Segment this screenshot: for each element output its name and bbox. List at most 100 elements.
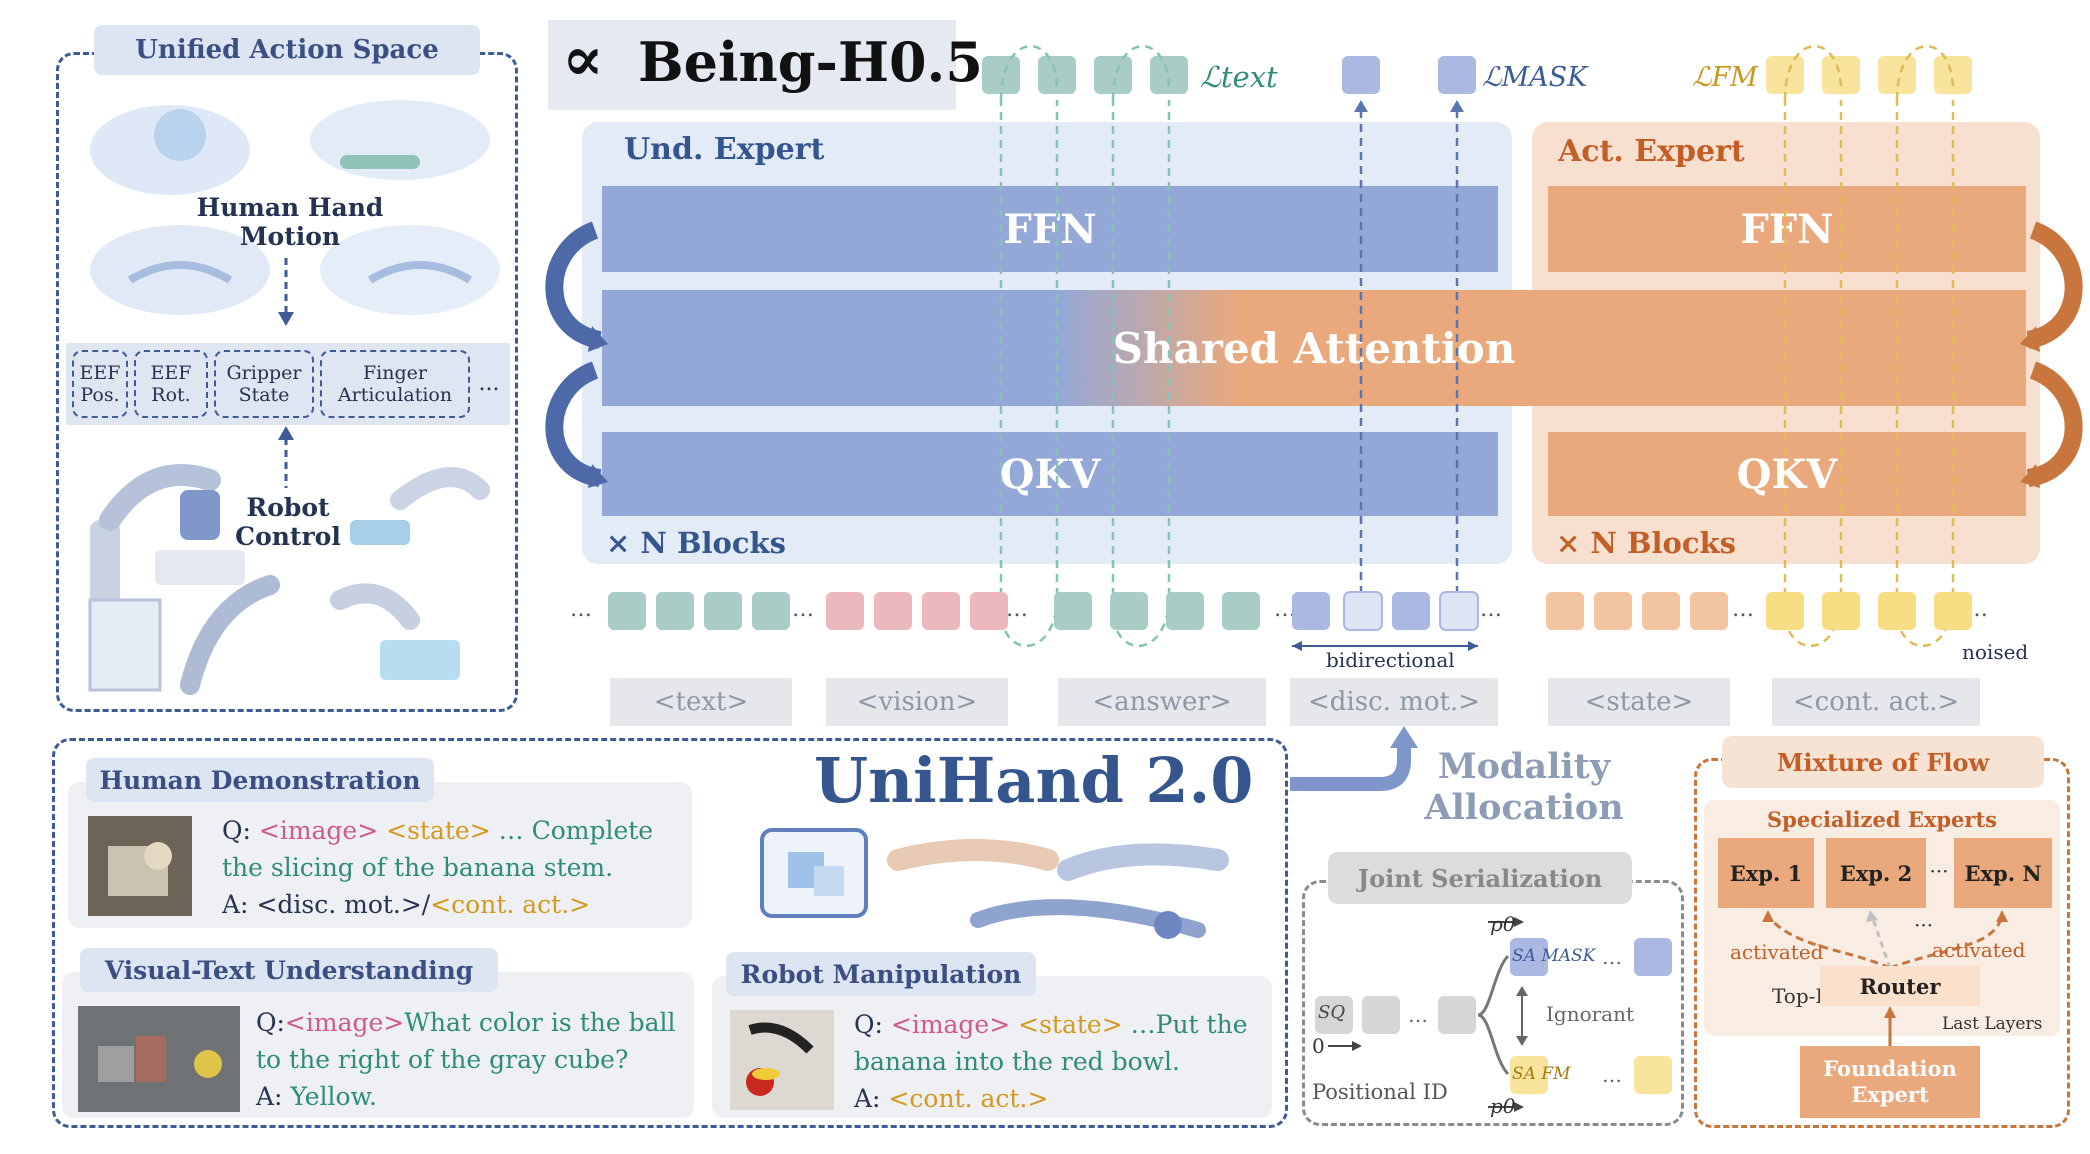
action-space-title: Unified Action Space (94, 25, 480, 75)
unihand-title: UniHand 2.0 (814, 744, 1254, 817)
loss-fm-label: ℒFM (1692, 62, 1758, 93)
group-label-vision: <vision> (826, 678, 1008, 726)
human-demo-a-disc: <disc. mot.>/ (256, 890, 431, 919)
input-token-row: ………………… (570, 591, 1988, 651)
vtu-q-text: What color is the ball to the right of t… (256, 1008, 676, 1074)
robot-manip-a-prefix: A: (854, 1084, 881, 1113)
slot-ellipsis: ... (478, 370, 500, 396)
und-qkv-block: QKV (602, 432, 1498, 516)
arrow-down-icon (278, 258, 294, 326)
bidirectional-label: bidirectional (1326, 648, 1455, 672)
group-label-cont-act: <cont. act.> (1772, 678, 1980, 726)
svg-text:…: … (1480, 597, 1502, 622)
output-token-mask-2 (1438, 56, 1476, 94)
last-layers-label: Last Layers (1942, 1014, 2043, 1034)
modality-allocation-label: Modality Allocation (1424, 746, 1624, 828)
positional-id-label: Positional ID (1312, 1080, 1448, 1104)
human-demo-q-text: … Complete the slicing of the banana ste… (222, 816, 654, 882)
output-token-mask-1 (1342, 56, 1380, 94)
group-label-answer: <answer> (1058, 678, 1266, 726)
activated-left-label: activated (1730, 940, 1824, 964)
group-label-text: <text> (610, 678, 792, 726)
act-ffn-block: FFN (1548, 186, 2026, 272)
svg-text:…: … (1602, 1063, 1622, 1087)
output-token-fm-2 (1822, 56, 1860, 94)
svg-text:…: … (570, 597, 592, 622)
token-flow-lines (999, 45, 1955, 647)
vtu-q-image: <image> (284, 1008, 405, 1037)
und-blocks-label: × N Blocks (606, 526, 786, 560)
act-loop-arrows-icon (2020, 221, 2083, 488)
group-label-state: <state> (1548, 678, 1730, 726)
und-ffn-block: FFN (602, 186, 1498, 272)
slot-finger-articulation: Finger Articulation (320, 350, 470, 418)
output-token-fm-4 (1934, 56, 1972, 94)
sq-label: SQ (1318, 1002, 1346, 1023)
robot-arm-illustration (88, 464, 490, 695)
robot-manip-q-prefix: Q: (854, 1010, 883, 1039)
robot-manip-q-text: …Put the banana into the red bowl. (854, 1010, 1248, 1076)
unihand-panel (52, 738, 1288, 1128)
robot-manip-qa: Q: <image> <state> …Put the banana into … (854, 1006, 1268, 1117)
svg-text:…: … (1408, 1003, 1428, 1027)
und-loop-arrows-icon (545, 221, 608, 488)
human-demo-q-state: <state> (386, 816, 491, 845)
und-expert-title: Und. Expert (624, 132, 825, 167)
human-hand-illustration (90, 100, 500, 315)
title-text: Being-H0.5 (638, 30, 983, 94)
vtu-photo (78, 1006, 240, 1112)
vtu-title: Visual-Text Understanding (80, 948, 498, 992)
specialized-experts-label: Specialized Experts (1767, 806, 1997, 832)
svg-text:…: … (1274, 597, 1296, 622)
svg-text:…: … (1602, 945, 1622, 969)
svg-text:…: … (792, 597, 814, 622)
vtu-qa: Q:<image>What color is the ball to the r… (256, 1004, 686, 1115)
robot-manip-q-state: <state> (1018, 1010, 1123, 1039)
robot-manip-a-cont: <cont. act.> (888, 1084, 1049, 1113)
expert-2-block: Exp. 2 (1826, 838, 1926, 908)
expert-1-block: Exp. 1 (1718, 838, 1814, 908)
mixture-of-flow-title: Mixture of Flow (1722, 736, 2044, 788)
human-demo-a-prefix: A: (222, 890, 249, 919)
slot-gripper-state: Gripper State (214, 350, 314, 418)
output-token-fm-1 (1766, 56, 1804, 94)
svg-text:…: … (1732, 597, 1754, 622)
slot-eef-pos: EEF Pos. (72, 350, 128, 418)
robot-manip-photo (730, 1010, 834, 1110)
output-token-text-1 (982, 56, 1020, 94)
human-hand-label: Human Hand Motion (196, 193, 384, 251)
hands-illustration (760, 828, 1229, 939)
slot-eef-rot: EEF Rot. (134, 350, 208, 418)
svg-text:···: ··· (1914, 913, 1933, 937)
human-demo-q-image: <image> (258, 816, 379, 845)
vtu-a-prefix: A: (256, 1082, 283, 1111)
loss-text-label: ℒtext (1200, 60, 1278, 94)
shared-attention-block: Shared Attention (602, 290, 2026, 406)
p0-bottom-label: p0 (1490, 1094, 1516, 1118)
human-demo-photo (88, 816, 192, 916)
output-token-fm-3 (1878, 56, 1916, 94)
act-blocks-label: × N Blocks (1556, 526, 1736, 560)
p0-top-label: p0 (1490, 912, 1516, 936)
robot-manip-q-image: <image> (890, 1010, 1011, 1039)
group-label-disc-mot: <disc. mot.> (1290, 678, 1498, 726)
human-demo-qa: Q: <image> <state> … Complete the slicin… (222, 812, 682, 923)
experts-ellipsis: ··· (1929, 859, 1949, 883)
robot-manip-title: Robot Manipulation (726, 952, 1036, 996)
activated-right-label: activated (1932, 938, 2026, 962)
human-demo-q-prefix: Q: (222, 816, 251, 845)
title-logo: ∝ (562, 22, 604, 95)
arrow-up-icon (278, 426, 294, 488)
output-token-text-3 (1094, 56, 1132, 94)
sa-mask-label: SA MASK (1512, 946, 1596, 966)
robot-control-label: Robot Control (235, 493, 341, 551)
loss-mask-label: ℒMASK (1482, 62, 1588, 93)
act-expert-title: Act. Expert (1558, 134, 1745, 169)
zero-label: 0 (1312, 1034, 1325, 1058)
joint-serialization-diagram: … … … (1315, 917, 1672, 1112)
human-demo-a-cont: <cont. act.> (430, 890, 591, 919)
human-demo-title: Human Demonstration (86, 758, 434, 802)
joint-serialization-title: Joint Serialization (1328, 852, 1632, 904)
act-qkv-block: QKV (1548, 432, 2026, 516)
svg-text:…: … (1006, 597, 1028, 622)
